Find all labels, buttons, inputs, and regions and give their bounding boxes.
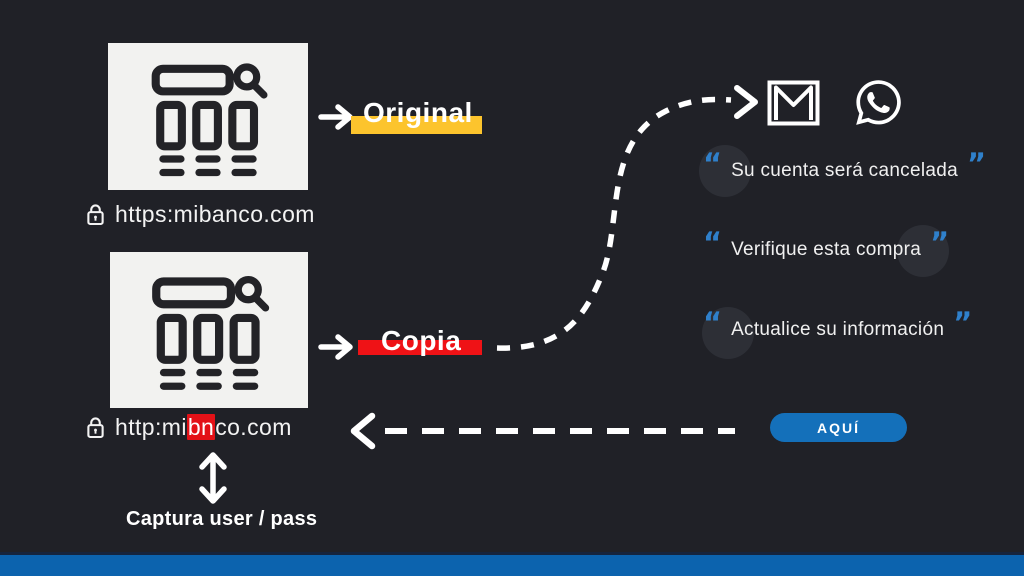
- original-label: Original: [363, 97, 473, 128]
- footer-bar: [0, 555, 1024, 576]
- fake-url-row: http:mibnco.com: [86, 414, 292, 441]
- fake-site-thumbnail: [110, 252, 308, 408]
- phishing-message-2: “ Verifique esta compra ”: [703, 225, 950, 269]
- arrow-right-copia-icon: [318, 334, 353, 360]
- open-quote-icon: “: [703, 146, 723, 181]
- phishing-message-3: “ Actualice su información ”: [703, 305, 973, 349]
- lock-icon: [87, 204, 104, 226]
- original-url-text: https:mibanco.com: [115, 201, 315, 227]
- phishing-message-text: Su cuenta será cancelada: [731, 160, 958, 181]
- aqui-button[interactable]: AQUÍ: [770, 413, 907, 442]
- fake-url-before: http:mi: [115, 414, 187, 440]
- double-vertical-arrow-icon: [199, 452, 227, 504]
- copia-label: Copia: [381, 325, 462, 356]
- open-quote-icon: “: [703, 225, 723, 260]
- close-quote-icon: ”: [953, 305, 973, 340]
- capture-credentials-label: Captura user / pass: [126, 508, 318, 530]
- phishing-message-1: “ Su cuenta será cancelada ”: [703, 146, 987, 190]
- open-quote-icon: “: [703, 305, 723, 340]
- original-highlight-bar: [351, 116, 482, 134]
- curve-arrowhead-icon: [734, 85, 758, 119]
- arrow-right-original-icon: [318, 104, 353, 130]
- fake-url-typo: bn: [186, 414, 216, 440]
- whatsapp-icon: [856, 80, 901, 125]
- lock-icon: [87, 417, 104, 439]
- close-quote-icon: ”: [930, 225, 950, 260]
- footer-divider: [0, 552, 1024, 555]
- left-arrowhead-icon: [350, 412, 376, 450]
- email-icon: [767, 80, 820, 126]
- fake-url-after: co.com: [215, 414, 292, 440]
- original-url-row: https:mibanco.com: [86, 201, 315, 228]
- dashed-curve-copia-to-channels: [496, 96, 732, 351]
- fake-url-text: http:mibnco.com: [115, 414, 292, 441]
- copia-highlight-bar: [358, 340, 482, 355]
- phishing-message-text: Actualice su información: [731, 319, 945, 340]
- quote-glow-circle: [897, 225, 949, 277]
- browser-page-icon: [151, 63, 268, 176]
- close-quote-icon: ”: [966, 146, 987, 181]
- phishing-message-text: Verifique esta compra: [731, 239, 922, 260]
- original-site-thumbnail: [108, 43, 308, 190]
- browser-page-icon: [152, 276, 270, 391]
